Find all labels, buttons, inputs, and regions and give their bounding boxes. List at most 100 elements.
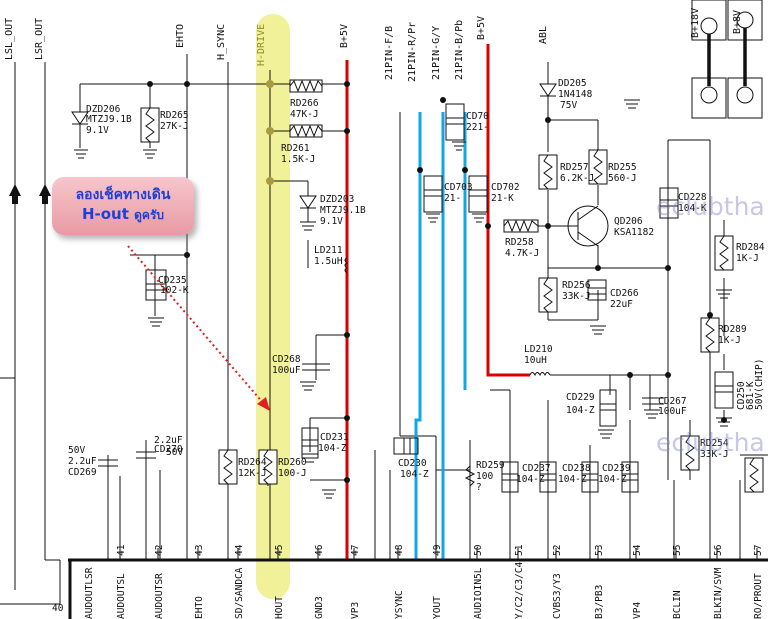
- label-dzd203-type: MTZJ9.1B: [320, 205, 366, 216]
- ic-pin-name: BLKIN/SVM: [713, 567, 724, 619]
- ic-pin-name: AUDOUTLSR: [84, 567, 95, 619]
- ic-pin-number: 43: [194, 545, 205, 556]
- label-rd255-v: 560-J: [608, 173, 637, 184]
- label-21pin-fb: 21PIN-F/B: [384, 26, 395, 80]
- callout-bubble: ลองเช็คทางเดิน H-out ดูครับ: [52, 177, 194, 235]
- ic-pin-name: EHTO: [194, 596, 205, 619]
- label-rd264: RD264: [238, 457, 267, 468]
- ic-pin-name: AUDIOIN5L: [473, 567, 484, 619]
- label-cd237: CD237: [522, 463, 551, 474]
- ic-pin-number: 52: [552, 545, 563, 556]
- label-cd229: CD229: [566, 392, 595, 403]
- label-rd264-v: 12K-J: [238, 468, 267, 479]
- label-qd206-type: KSA1182: [614, 227, 654, 238]
- label-rd255: RD255: [608, 162, 637, 173]
- label-cd267-v: 100uF: [658, 406, 687, 417]
- label-rd257: RD257: [560, 162, 589, 173]
- label-cd250-rating: 50V(CHIP): [754, 359, 765, 410]
- label-21pin-gy: 21PIN-G/Y: [431, 26, 442, 80]
- label-rd265-v: 27K-J: [160, 121, 189, 132]
- callout-thai: ดูครับ: [134, 208, 165, 222]
- label-ld210-v: 10uH: [524, 355, 547, 366]
- callout-line2: H-out ดูครับ: [52, 205, 194, 225]
- ic-pin-number: 57: [753, 545, 764, 556]
- label-cd70x: CD70: [466, 111, 489, 122]
- label-ld210: LD210: [524, 344, 553, 355]
- label-dzd203: DZD203: [320, 194, 354, 205]
- label-rd258-v: 4.7K-J: [505, 248, 539, 259]
- ic-pin-name: B3/PB3: [594, 585, 605, 619]
- label-cd268-v: 100uF: [272, 365, 301, 376]
- label-cd270: CD270: [154, 444, 183, 455]
- label-rd259: RD259: [476, 460, 505, 471]
- pointer-arrow-head: [257, 397, 270, 411]
- label-cd703: CD703: [444, 182, 473, 193]
- label-cd230: CD230: [398, 458, 427, 469]
- ic-pin-number: 42: [154, 545, 165, 556]
- label-rd260-v: 100-J: [278, 468, 307, 479]
- label-cd238-v: 104-Z: [558, 474, 587, 485]
- label-rd256: RD256: [562, 280, 591, 291]
- label-cd270-volt: 50V: [166, 447, 183, 458]
- label-cd269: CD269: [68, 467, 97, 478]
- ic-pin-name: CVBS3/Y3: [552, 573, 563, 619]
- ic-pin-number: 50: [473, 544, 484, 556]
- label-cd267: CD267: [658, 396, 687, 407]
- hout-highlight: [256, 14, 290, 599]
- label-cd268: CD268: [272, 354, 301, 365]
- ic-pin-number: 47: [350, 545, 361, 556]
- watermark-1: eclubtha: [656, 192, 765, 221]
- ic-pin-name: VP3: [350, 602, 361, 619]
- ic-pin-name: GND3: [314, 596, 325, 619]
- label-abl: ABL: [538, 26, 549, 44]
- label-rd289-v: 1K-J: [718, 335, 741, 346]
- ic-pin-name: SD/SANDCA: [234, 567, 245, 619]
- label-ld211-v: 1.5uH: [314, 256, 343, 267]
- label-rd260: RD260: [278, 457, 307, 468]
- label-rd254-v: 33K-J: [700, 449, 729, 460]
- label-hsync: H_SYNC: [216, 24, 227, 60]
- label-cd70x-v: 221-: [466, 122, 489, 133]
- label-b5v-b: B+5V: [476, 16, 487, 40]
- ic-pin-name: RO/PROUT: [753, 573, 764, 619]
- label-cd239: CD239: [602, 463, 631, 474]
- ic-pin-number: 44: [234, 544, 245, 556]
- pointer-arrow-line: [127, 245, 265, 405]
- ic-pin-number: 49: [432, 544, 443, 556]
- label-cd229-v: 104-Z: [566, 405, 595, 416]
- label-cd266: CD266: [610, 288, 639, 299]
- label-dzd203-v: 9.1V: [320, 216, 343, 227]
- ic-pin-name: AUDOUTSL: [116, 573, 127, 619]
- ic-pin-number: 56: [713, 544, 724, 556]
- label-cd238: CD238: [562, 463, 591, 474]
- ic-pin-name: VP4: [632, 602, 643, 619]
- label-rd256-v: 33K-J: [562, 291, 591, 302]
- label-rd261: RD261: [281, 143, 310, 154]
- ic-pin-number: 48: [394, 544, 405, 556]
- ic-pin-number: 53: [594, 545, 605, 556]
- label-rd257-v: 6.2K-J: [560, 173, 594, 184]
- watermark-2: eclubtha: [656, 428, 765, 457]
- label-rd289: RD289: [718, 324, 747, 335]
- label-cd231-v: 104-Z: [318, 443, 347, 454]
- label-rd265: RD265: [160, 110, 189, 121]
- label-cd228-v: 104-K: [678, 203, 707, 214]
- ic-pin-number: 51: [514, 544, 525, 556]
- ic-pin-name: BCLIN: [672, 590, 683, 619]
- label-dd205-type: 1N4148: [558, 89, 593, 100]
- label-lsl-out: LSL_OUT: [4, 18, 15, 60]
- ic-pin-number: 45: [274, 545, 285, 556]
- label-dzd206-type: MTZJ9.1B: [86, 114, 132, 125]
- label-rd259-q: ?: [476, 482, 482, 493]
- label-rd261-v: 1.5K-J: [281, 154, 315, 165]
- ic-pin-number: 41: [116, 544, 127, 556]
- ic-pin-name: YOUT: [432, 596, 443, 619]
- label-dd205-v: 75V: [560, 100, 577, 111]
- ic-pin-number: 55: [672, 545, 683, 556]
- ic-pin-name: Y/C2/C3/C4: [514, 562, 525, 619]
- ic-pin-name: YSYNC: [394, 590, 405, 619]
- label-ehto: EHTO: [175, 24, 186, 48]
- label-cd250-v: 681-K: [745, 381, 756, 410]
